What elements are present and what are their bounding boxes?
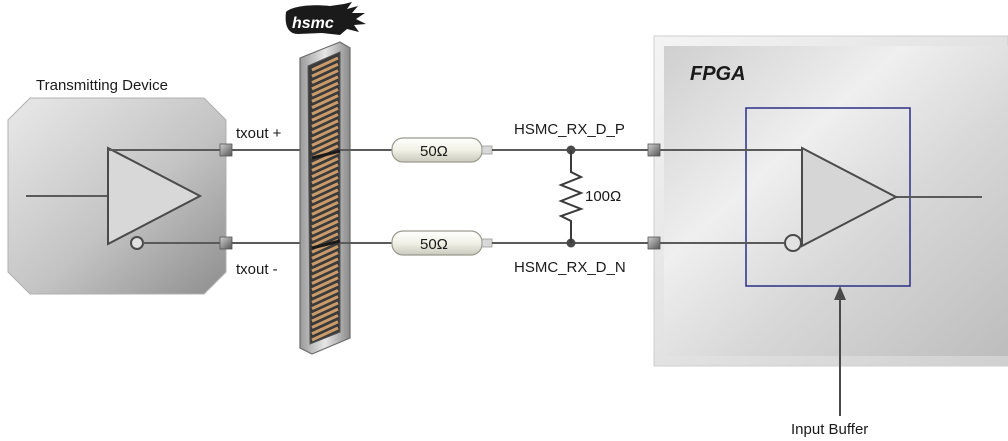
fpga-title: FPGA bbox=[690, 63, 746, 85]
connector-contact bbox=[311, 56, 339, 72]
connector-contact bbox=[311, 106, 339, 122]
connector-contact bbox=[311, 288, 339, 304]
connector-contact bbox=[311, 251, 339, 267]
connector-contact bbox=[311, 88, 339, 103]
connector-contact bbox=[311, 113, 339, 128]
connector-contact bbox=[311, 188, 339, 204]
net-label-p: HSMC_RX_D_P bbox=[514, 121, 625, 138]
logo-text: hsmc bbox=[292, 15, 334, 32]
connector-contact bbox=[311, 157, 339, 172]
fpga-pin-p bbox=[647, 143, 661, 157]
connector-contacts bbox=[311, 56, 339, 342]
transmit-driver-icon bbox=[107, 146, 203, 246]
connector-contact bbox=[311, 125, 339, 141]
termination-resistor: 100Ω bbox=[558, 145, 621, 248]
connector-contact bbox=[311, 201, 339, 216]
connector-contact bbox=[311, 295, 339, 310]
connector-contact bbox=[311, 219, 339, 235]
connector-contact bbox=[311, 207, 339, 223]
hsmc-connector bbox=[299, 41, 351, 355]
connector-contact bbox=[311, 150, 339, 166]
connector-contact bbox=[311, 94, 339, 110]
txout-p-label: txout + bbox=[236, 125, 282, 142]
connector-contact bbox=[311, 81, 339, 97]
connector-contact bbox=[311, 314, 339, 329]
inverting-bubble-icon bbox=[130, 236, 144, 250]
connector-contact bbox=[311, 69, 339, 84]
connector-contact bbox=[311, 163, 339, 179]
connector-contact bbox=[311, 320, 339, 336]
connector-contact bbox=[311, 232, 339, 248]
connector-contact bbox=[311, 138, 339, 153]
series-resistor-n: 50Ω bbox=[391, 230, 493, 256]
connector-contact bbox=[311, 326, 339, 342]
connector-contact bbox=[311, 213, 339, 229]
transmitter-block bbox=[7, 97, 228, 295]
txout-n-label: txout - bbox=[236, 261, 278, 278]
input-buffer-pointer-arrow bbox=[834, 286, 846, 416]
txout-p-pin bbox=[219, 143, 233, 157]
connector-contact bbox=[311, 75, 339, 91]
series-resistor-p: 50Ω bbox=[391, 137, 493, 163]
txout-n-pin bbox=[219, 236, 233, 250]
connector-contact bbox=[311, 263, 339, 279]
connector-contact bbox=[311, 100, 339, 116]
connector-contact bbox=[311, 257, 339, 273]
connector-contact bbox=[311, 270, 339, 285]
connector-contact bbox=[311, 307, 339, 323]
connector-contact bbox=[311, 119, 339, 135]
connector-contact bbox=[311, 175, 339, 191]
connector-contact bbox=[311, 282, 339, 298]
connector-contact bbox=[311, 131, 339, 147]
input-buffer-label: Input Buffer bbox=[791, 421, 868, 438]
connector-contact bbox=[311, 245, 339, 260]
connector-contact bbox=[311, 194, 339, 210]
hsmc-logo: hsmc bbox=[285, 2, 366, 35]
connector-contact bbox=[311, 276, 339, 292]
connector-contact bbox=[311, 182, 339, 197]
fpga-pin-n bbox=[647, 236, 661, 250]
connector-contact bbox=[311, 169, 339, 185]
series-resistor-n-value: 50Ω bbox=[420, 236, 448, 253]
connector-contact bbox=[311, 226, 339, 241]
receiver-buffer-icon bbox=[801, 146, 899, 248]
fpga-block: FPGA bbox=[653, 35, 1008, 367]
flame-icon bbox=[285, 2, 366, 35]
connector-contact bbox=[311, 301, 339, 317]
termination-resistor-value: 100Ω bbox=[585, 188, 621, 205]
net-label-n: HSMC_RX_D_N bbox=[514, 259, 626, 276]
connector-contact bbox=[311, 62, 339, 78]
transmitter-title: Transmitting Device bbox=[36, 77, 168, 94]
receiver-inverting-bubble-icon bbox=[784, 234, 802, 252]
series-resistor-p-value: 50Ω bbox=[420, 143, 448, 160]
